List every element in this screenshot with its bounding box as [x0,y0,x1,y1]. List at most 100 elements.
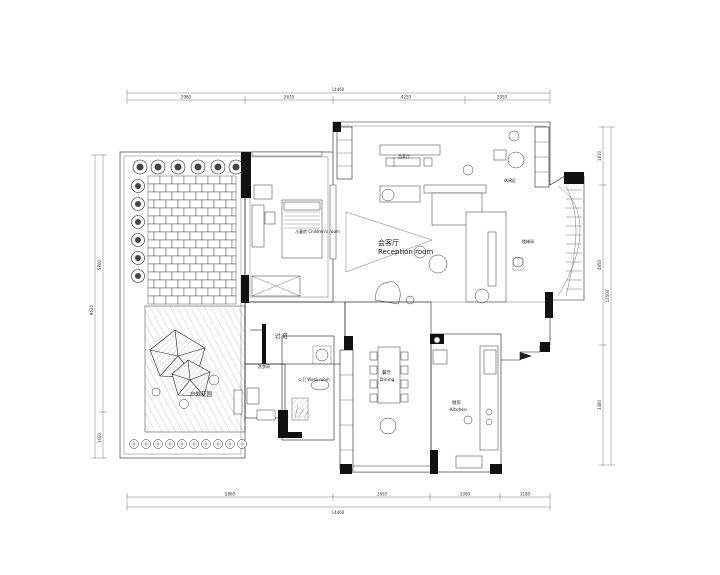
umbrella-right [171,359,211,397]
dim-top-seg-1: 2980 [181,95,192,100]
brick [201,199,215,209]
brick [183,175,197,185]
brick [195,223,209,233]
brick [153,231,167,241]
ottoman [405,295,415,305]
kitchen-window [455,455,483,469]
tea-table [391,157,421,167]
plant-row-bottom [129,439,247,449]
sink [483,349,497,375]
brick [207,271,221,281]
brick [177,279,191,289]
brick [195,271,209,281]
brick [219,223,233,233]
round-side-table [379,417,397,435]
shrub-icon [135,219,141,225]
brick-paving [147,175,237,305]
corridor: 过 道 [244,301,346,365]
brick [147,239,161,249]
brick [147,175,161,185]
brick [165,231,179,241]
round-table [493,149,507,161]
brick [219,271,233,281]
brick [195,207,209,217]
tea-stool [385,157,395,167]
shrub-column-left [131,179,145,283]
dining-chair [369,365,378,375]
corridor-label: 过 道 [275,332,288,340]
brick [159,287,173,297]
shrub-icon [194,163,202,171]
plant-icon [239,441,245,447]
brick [159,223,173,233]
brick [147,191,161,201]
reception-label-en: Reception room [378,248,433,256]
brick [207,207,221,217]
dimension-left: 8620 5800 1650 [89,154,107,459]
tea-sofa [379,144,441,156]
brick [219,191,233,201]
brick [231,223,237,233]
dining-chair [369,351,378,361]
brick [195,175,209,185]
utility-label: 洗衣间 [258,363,270,369]
cook-figure [463,415,473,425]
bookshelf [423,184,487,194]
dimension-bottom: 5860 2650 1080 1180 14460 [126,492,551,515]
brick [147,207,161,217]
dining-chair [369,379,378,389]
dim-bottom-seg-1: 5860 [225,492,236,497]
brick [171,239,185,249]
stove [485,408,493,416]
brick [147,199,155,209]
garden-bench [233,389,243,415]
brick [225,279,237,289]
brick [159,239,173,249]
dim-right-seg-2: 4850 [597,259,602,270]
brick [153,295,167,305]
dim-bottom-seg-2: 2650 [377,492,388,497]
brick [189,279,203,289]
brick [183,287,197,297]
dim-right-seg-1: 1810 [597,150,602,161]
lounge-label: 品茗厅 [398,153,410,159]
shrub-icon [135,201,141,207]
brick [189,215,203,225]
brick [147,223,161,233]
brick [213,199,227,209]
brick [153,183,167,193]
brick [171,287,185,297]
armchair [253,184,273,200]
brick [165,263,179,273]
brick [225,295,237,305]
sink-counter [256,409,276,421]
brick [195,191,209,201]
washing-machine [246,387,260,405]
brick [147,231,155,241]
brick [165,199,179,209]
chair [264,211,276,225]
brick [201,231,215,241]
brick [183,191,197,201]
garden-stool [179,399,189,409]
brick [177,247,191,257]
side-table [462,164,474,176]
tea-stool [423,157,433,167]
plant-icon [167,441,173,447]
brick [213,183,227,193]
brick [159,271,173,281]
brick [171,207,185,217]
brick [177,199,191,209]
brick [225,199,237,209]
dim-left-seg-1: 5800 [97,259,102,270]
brick [225,231,237,241]
plant-icon [191,441,197,447]
brick [165,215,179,225]
shrub-icon [232,163,240,171]
dim-top-seg-2: 2670 [284,95,295,100]
wall-shelf [329,184,337,260]
tv-view-cone [345,211,433,273]
dining-room: 餐厅 Dining [339,301,432,474]
brick [201,279,215,289]
